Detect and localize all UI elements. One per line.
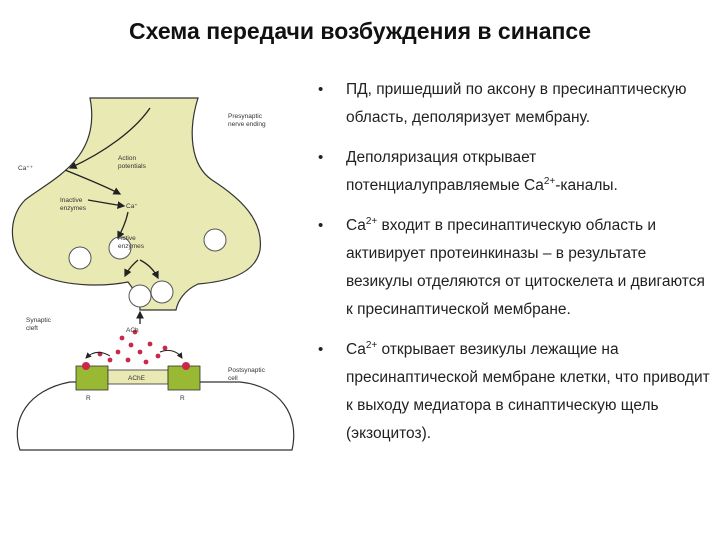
arrow xyxy=(159,349,183,359)
bullet-marker: • xyxy=(318,217,324,234)
bullet-text: ПД, пришедший по аксону в пресинаптическ… xyxy=(346,81,687,126)
vesicle xyxy=(128,284,152,308)
label-postsynaptic-2: cell xyxy=(228,375,238,382)
arrow xyxy=(85,351,111,359)
label-postsynaptic: Postsynaptic xyxy=(228,367,266,374)
bullet-text-after: открывает везикулы лежащие на пресинапти… xyxy=(346,341,710,442)
superscript: 2+ xyxy=(365,339,378,351)
bullet-text-before: Деполяризация открывает потенциалуправля… xyxy=(346,149,544,194)
label-inactive-enzymes: Inactive xyxy=(60,197,83,204)
bullet-item: • ПД, пришедший по аксону в пресинаптиче… xyxy=(318,76,710,132)
arrow xyxy=(124,259,139,278)
bound-transmitter xyxy=(182,362,190,370)
label-action-potentials-2: potentials xyxy=(118,163,147,170)
bullet-text-before: Ca xyxy=(346,217,366,234)
arrow xyxy=(139,259,159,280)
superscript: 2+ xyxy=(543,175,556,187)
label-receptor-left: R xyxy=(86,395,91,402)
label-ach: ACh xyxy=(126,327,139,334)
bullet-text-after: входит в пресинаптическую область и акти… xyxy=(346,217,705,318)
label-ca-inside: Ca⁺ xyxy=(126,203,138,210)
receptor-left xyxy=(75,365,109,391)
vesicle xyxy=(68,246,92,270)
label-active-enzymes: Active xyxy=(118,235,136,242)
slide-title: Схема передачи возбуждения в синапсе xyxy=(128,18,591,44)
arrow xyxy=(87,199,126,209)
arrow xyxy=(64,169,122,195)
synapse-diagram: Presynaptic nerve ending Ca⁺⁺ Action pot… xyxy=(11,97,295,451)
label-active-enzymes-2: enzymes xyxy=(118,243,145,250)
label-presynaptic: Presynaptic xyxy=(228,113,263,120)
label-ache: AChE xyxy=(128,375,146,382)
arrow xyxy=(68,107,151,169)
label-receptor-right: R xyxy=(180,395,185,402)
label-inactive-enzymes-2: enzymes xyxy=(60,205,87,212)
label-ca-outside: Ca⁺⁺ xyxy=(18,165,34,172)
label-action-potentials: Action xyxy=(118,155,136,162)
vesicle xyxy=(203,228,227,252)
vesicle xyxy=(150,280,174,304)
superscript: 2+ xyxy=(365,215,378,227)
bound-transmitter xyxy=(82,362,90,370)
bullet-list: • ПД, пришедший по аксону в пресинаптиче… xyxy=(318,76,710,460)
bullet-marker: • xyxy=(318,341,324,358)
transmitter-dots xyxy=(97,329,168,365)
bullet-item: • Ca2+ открывает везикулы лежащие на пре… xyxy=(318,336,710,448)
label-synaptic-cleft: Synaptic xyxy=(26,317,52,324)
bullet-marker: • xyxy=(318,81,324,98)
bullet-text-before: Ca xyxy=(346,341,366,358)
bullet-marker: • xyxy=(318,149,324,166)
postsynaptic-cell xyxy=(16,381,295,451)
label-synaptic-cleft-2: cleft xyxy=(26,325,38,332)
bullet-text-after: -каналы. xyxy=(555,177,618,194)
label-presynaptic-2: nerve ending xyxy=(228,121,266,128)
arrow xyxy=(117,211,129,240)
receptor-right xyxy=(167,365,201,391)
bullet-item: • Ca2+ входит в пресинаптическую область… xyxy=(318,212,710,324)
bullet-item: • Деполяризация открывает потенциалуправ… xyxy=(318,144,710,200)
